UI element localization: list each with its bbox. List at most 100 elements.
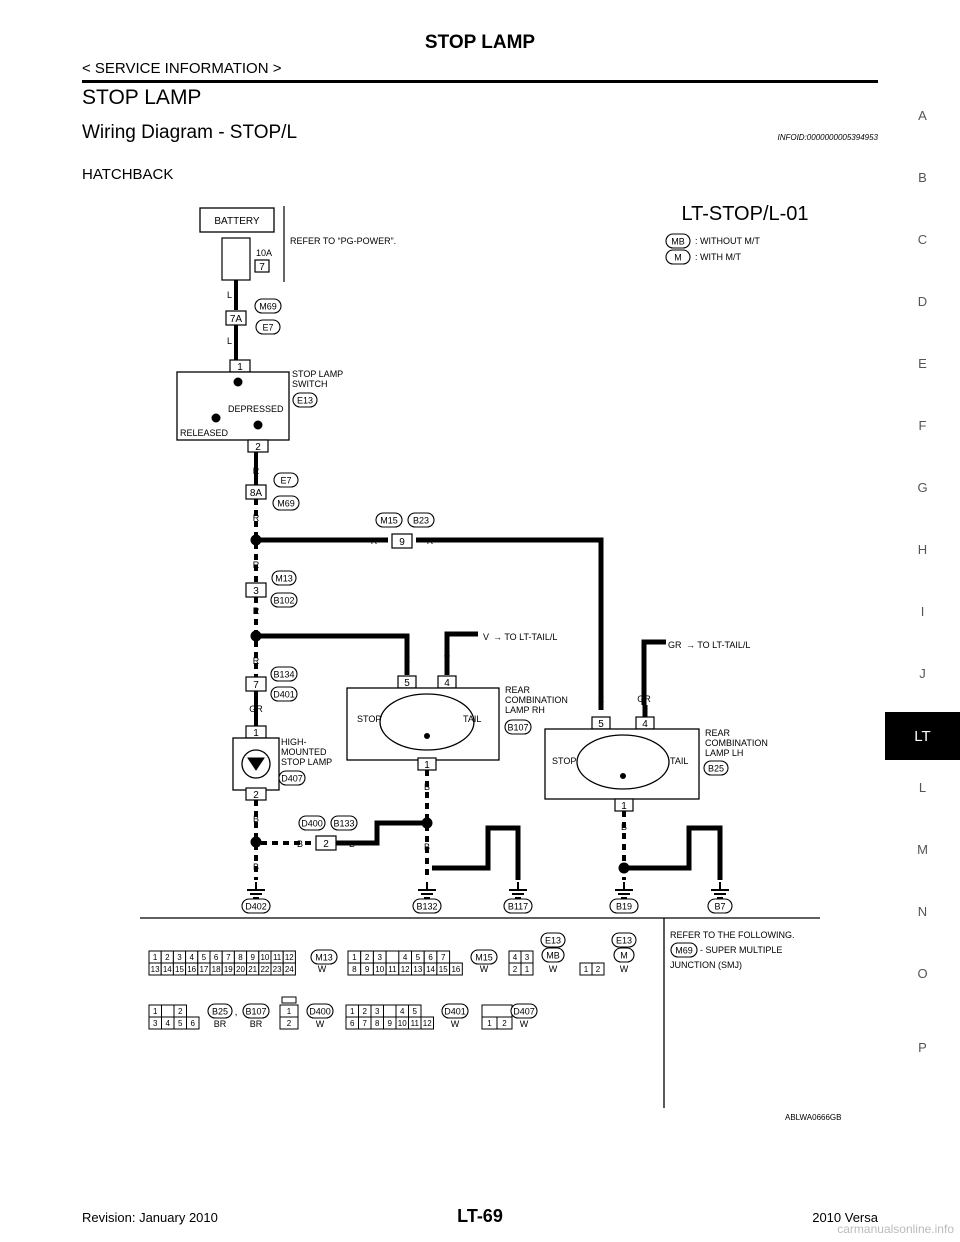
conn-id-d407: D407 — [513, 1007, 535, 1017]
m15-grid-bot-pin-8: 8 — [352, 965, 357, 974]
lh-tail-label: TAIL — [670, 756, 688, 766]
m13-grid-top-pin-4: 4 — [189, 953, 194, 962]
fuse-number: 7 — [259, 262, 265, 273]
ground-label-b7: B7 — [714, 902, 725, 912]
splice-1 — [250, 534, 262, 546]
side-index-letter-c[interactable]: C — [917, 232, 928, 247]
lh-junction-dot — [620, 773, 626, 779]
legend-badge-m-outline — [665, 249, 691, 265]
connector-m69-top: M69 — [259, 302, 277, 312]
wire-label-b-d400-right: B — [349, 839, 355, 849]
side-index-letter-d[interactable]: D — [917, 294, 928, 309]
ground-label-b19: B19 — [616, 902, 632, 912]
wire-label-r5: R — [253, 656, 260, 666]
connector-b102: B102 — [273, 596, 294, 606]
legend-badge-mb-outline — [665, 233, 691, 249]
switch-pin2: 2 — [255, 442, 261, 453]
d401-grid-bot-pin-6: 6 — [350, 1019, 355, 1028]
connector-m69-bot-outline — [272, 495, 300, 511]
connector-7a-box — [225, 310, 247, 326]
b25-grid-bot-pin-5: 5 — [178, 1019, 183, 1028]
wire-label-v: V — [483, 632, 489, 642]
smj-badge-m69-outline — [670, 942, 698, 958]
d407-top-blank — [481, 1004, 513, 1018]
side-index-letter-e[interactable]: E — [918, 356, 927, 371]
refer-following: REFER TO THE FOLLOWING. — [670, 930, 795, 940]
hmsl-label-1: HIGH- — [281, 737, 307, 747]
wire-label-b-b117b: B — [515, 842, 521, 852]
conn-color-e13-m: W — [620, 964, 629, 974]
ground-label-b19-outline — [609, 898, 639, 914]
connector-m13: M13 — [275, 574, 293, 584]
side-index-letter-p[interactable]: P — [918, 1040, 927, 1055]
m13-grid-top-pin-7: 7 — [226, 953, 231, 962]
wire-label-r4: R — [253, 606, 260, 616]
hmsl-led-icon — [247, 757, 265, 771]
m13-grid-top-pin-5: 5 — [202, 953, 207, 962]
side-index-letter-b[interactable]: B — [918, 170, 927, 185]
connector-d400-pin2: 2 — [323, 839, 329, 850]
side-index-letter-f[interactable]: F — [918, 418, 927, 433]
connector-m69-bot: M69 — [277, 499, 295, 509]
conn-id-b25: B25 — [212, 1007, 228, 1017]
b25-grid-top-pin-1: 1 — [153, 1007, 158, 1016]
connector-b134: B134 — [273, 670, 294, 680]
side-index-letter-a[interactable]: A — [918, 108, 927, 123]
m13-grid-top-pin-1: 1 — [153, 953, 158, 962]
battery-label: BATTERY — [214, 216, 260, 227]
e13-m-grid-bot-cell-1 — [591, 962, 605, 976]
conn-sub-e13-mb: MB — [546, 951, 560, 961]
m15-grid-bot-pin-14: 14 — [426, 965, 435, 974]
wire-label-b-rh2: B — [424, 842, 430, 852]
d407-grid-bot-pin-2: 2 — [502, 1019, 507, 1028]
connector-m69-top-outline — [254, 298, 282, 314]
rh-pin1-box — [417, 757, 437, 771]
ground-label-d402-outline — [241, 898, 271, 914]
diagram-code: LT-STOP/L-01 — [681, 203, 808, 225]
conn-id-b107-outline — [242, 1003, 270, 1019]
rh-junction-dot — [424, 733, 430, 739]
side-index-letter-m[interactable]: M — [917, 842, 928, 857]
side-index-letter-i[interactable]: I — [920, 604, 925, 619]
conn-sub-e13-mb-outline — [541, 947, 565, 963]
fuse-amp: 10A — [256, 248, 272, 258]
rh-pin5: 5 — [404, 678, 410, 689]
lh-label-3: LAMP LH — [705, 748, 743, 758]
conn-id-d407-outline — [510, 1003, 538, 1019]
connector-b107: B107 — [507, 723, 528, 733]
d400-grid-bot-cell-0 — [279, 1016, 299, 1030]
connector-pin9: 9 — [399, 537, 405, 548]
wire-label-r1: R — [253, 466, 260, 476]
smj-line-2: JUNCTION (SMJ) — [670, 960, 742, 970]
m13-grid-bot-pin-14: 14 — [163, 965, 172, 974]
section-title: STOP LAMP — [82, 86, 202, 109]
conn-id-e13-mb: E13 — [545, 936, 561, 946]
d401-grid-bot-pin-9: 9 — [388, 1019, 393, 1028]
wire-label-gr1: GR — [249, 704, 263, 714]
hmsl-pin2: 2 — [253, 790, 259, 801]
connector-d400-outline — [298, 815, 326, 831]
side-index-letter-h[interactable]: H — [917, 542, 928, 557]
wire-label-r-m15-right: R — [427, 536, 434, 546]
conn-color-b107: BR — [250, 1019, 263, 1029]
side-index-letter-o[interactable]: O — [917, 966, 928, 981]
d401-grid-bot-cell-6 — [420, 1016, 434, 1030]
side-index-letter-l[interactable]: L — [918, 780, 927, 795]
rh-pin4: 4 — [444, 678, 450, 689]
side-index-letter-j[interactable]: J — [919, 666, 926, 681]
wire-label-l2: L — [227, 336, 232, 346]
side-index-letter-g[interactable]: G — [917, 480, 928, 495]
m13-grid-bot-pin-22: 22 — [260, 965, 269, 974]
connector-pin7-box — [245, 676, 267, 692]
m15-grid-top-pin-2: 2 — [365, 953, 370, 962]
side-index-tab-active[interactable]: LT — [885, 712, 960, 760]
splice-2 — [250, 630, 262, 642]
m15-grid-bot-pin-9: 9 — [365, 965, 370, 974]
wire-label-b1: B — [253, 814, 259, 824]
side-index-letter-n[interactable]: N — [917, 904, 928, 919]
connector-m15-outline — [375, 512, 403, 528]
e13-mb-grid-bot-pin-1: 1 — [525, 965, 530, 974]
connector-pin7: 7 — [253, 680, 259, 691]
connector-b134-outline — [270, 666, 298, 682]
wire-label-b-rh1: B — [424, 782, 430, 792]
